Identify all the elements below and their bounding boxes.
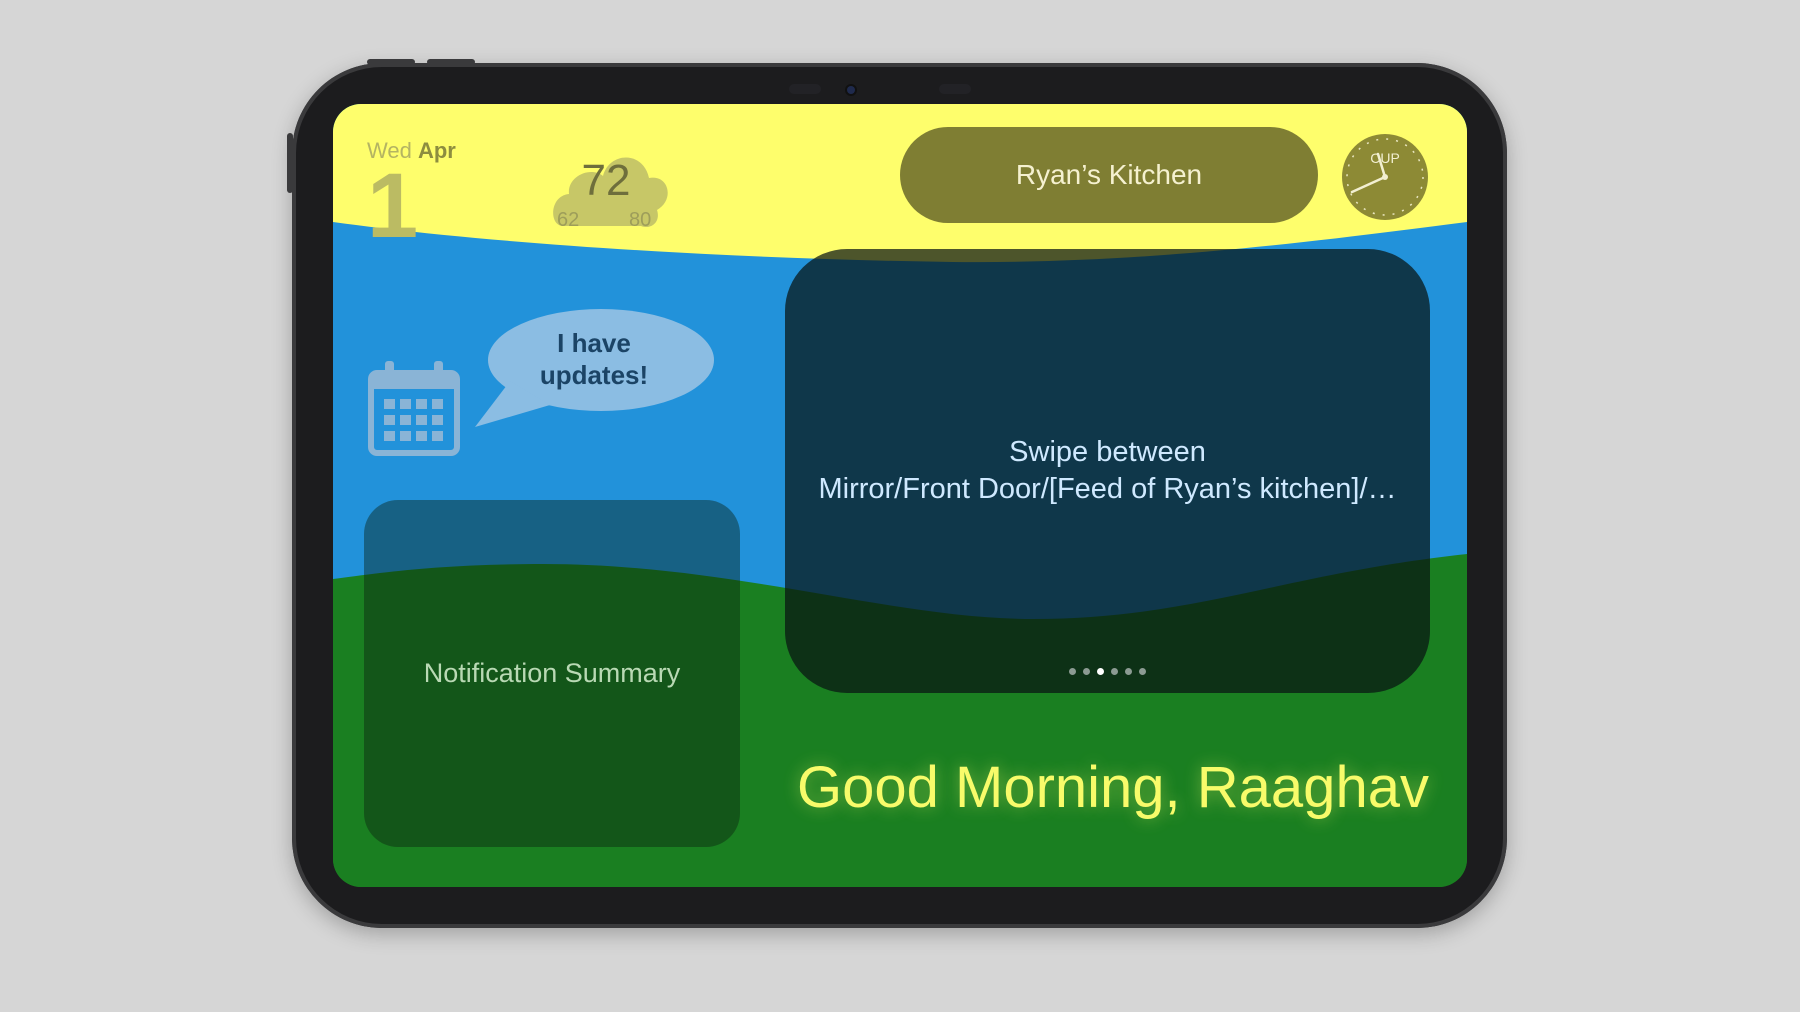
greeting-text: Good Morning, Raaghav [797,755,1429,820]
camera-icon [847,86,855,94]
date-widget: Wed Apr 1 [367,138,456,257]
low-temp: 62 [557,209,580,231]
calendar-icon[interactable] [368,359,463,459]
page-dot[interactable] [1069,668,1076,675]
feed-line-1: Swipe between [1009,436,1206,468]
page-dot[interactable] [1125,668,1132,675]
current-temp: 72 [581,156,631,205]
camera-housing [789,81,979,95]
weather-widget[interactable]: 72 62 80 [551,138,671,238]
page-dot[interactable] [1097,668,1104,675]
top-button [427,59,475,65]
cloud-icon [553,157,668,228]
page-dot[interactable] [1083,668,1090,675]
notification-summary-title: Notification Summary [423,658,681,688]
page-dot[interactable] [1139,668,1146,675]
top-button [367,59,415,65]
speech-bubble[interactable] [475,309,715,429]
page-dot[interactable] [1111,668,1118,675]
room-selector-button[interactable]: Ryan’s Kitchen [900,127,1318,223]
date-line: Wed Apr [367,138,456,164]
analog-clock-icon[interactable]: CUP [1340,132,1430,222]
clock-city-label: CUP [1370,150,1400,166]
updates-bubble-text: I have updates! [539,328,649,390]
feed-instructions: Swipe between Mirror/Front Door/[Feed of… [785,434,1430,508]
home-screen: Wed Apr 1 72 62 80 Ryan’s Kitchen CUP [333,104,1467,887]
feed-carousel-card[interactable]: Swipe between Mirror/Front Door/[Feed of… [785,249,1430,693]
weekday-label: Wed [367,138,412,163]
month-label: Apr [417,138,456,163]
feed-line-2: Mirror/Front Door/[Feed of Ryan’s kitche… [818,473,1397,505]
high-temp: 80 [629,209,652,231]
side-button [287,133,293,193]
day-number: 1 [367,155,418,257]
page-indicator[interactable] [785,668,1430,675]
notification-summary-card[interactable]: Notification Summary [364,500,740,847]
